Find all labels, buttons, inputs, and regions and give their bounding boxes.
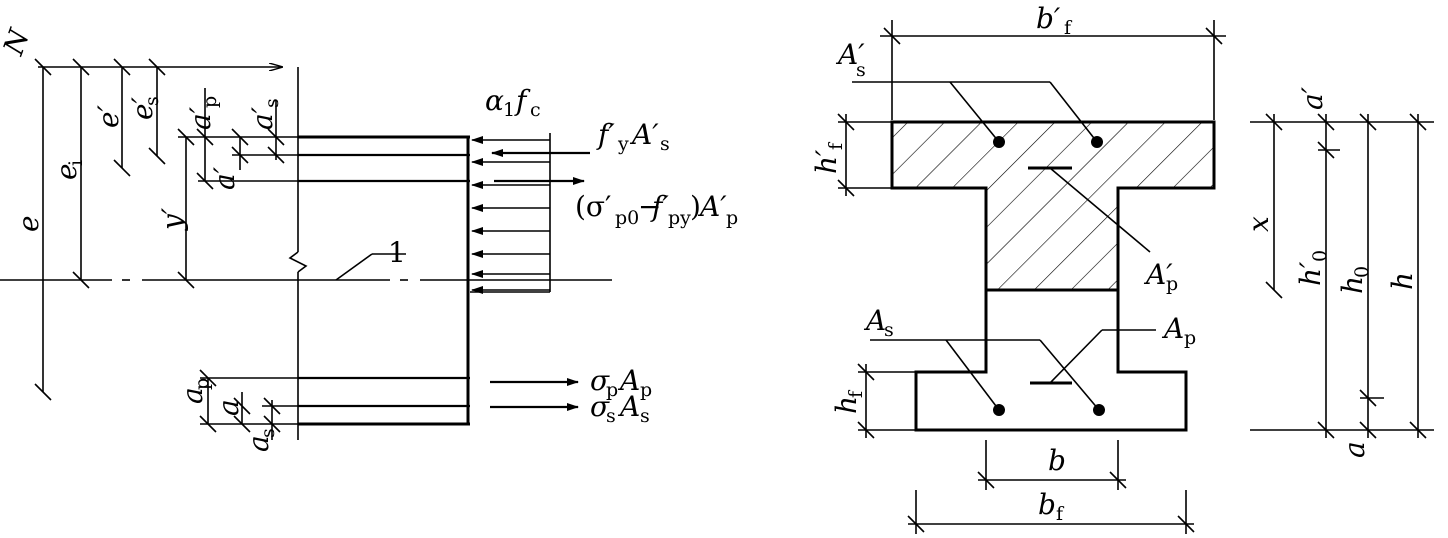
label-ei-sub: i (65, 160, 87, 166)
label-bf-prime-sub: f (1064, 17, 1073, 39)
label-a-prime-right: a′ (1296, 86, 1329, 110)
label-sigma-p0-sub: p0 (615, 207, 639, 229)
label-as-prime-sub: s (261, 98, 283, 108)
label-es-sub: s (141, 96, 163, 106)
label-ap-prime-force: A′ (697, 190, 727, 223)
label-ap-right-sub: p (1184, 327, 1196, 349)
label-sigma-minus: − (638, 190, 661, 223)
label-sigma-s-sub: s (606, 405, 616, 427)
label-h0-prime-sub: 0 (1309, 250, 1331, 262)
label-h0-sub: 0 (1351, 266, 1373, 278)
label-e: e (12, 215, 45, 232)
label-ap-force: A (617, 364, 640, 397)
label-sigma-p-sub: p (606, 379, 618, 401)
label-a-bottom: a (212, 399, 245, 416)
label-es-prime: e′ (126, 96, 159, 120)
label-ap-force-sub: p (640, 379, 652, 401)
label-as-bottom-sub: s (257, 428, 279, 438)
label-sigma-s: σ (590, 390, 610, 423)
label-bf-sub: f (1056, 503, 1065, 525)
label-ap-prime-sub: p (199, 96, 221, 108)
label-as-prime-right-sub: s (856, 59, 866, 81)
label-ap-right: A (1161, 312, 1184, 345)
label-as-force: A (617, 390, 640, 423)
label-sigma-open: (σ′ (575, 190, 611, 223)
label-h0: h (1336, 276, 1369, 294)
label-fy-prime: f′ (596, 118, 615, 151)
label-ap-bottom: a (176, 387, 209, 404)
label-fc-sub: c (530, 99, 541, 121)
label-bf-prime: b′ (1036, 2, 1061, 35)
label-b: b (1048, 444, 1066, 477)
label-fpy-sub: py (668, 207, 691, 229)
left-section-figure: N e e i e′ e′ s 1 (0, 23, 738, 452)
label-alpha: α (485, 84, 504, 117)
label-as-right: A (863, 304, 886, 337)
label-as-force-sub: s (640, 405, 650, 427)
label-ap-bottom-sub: p (191, 378, 213, 390)
label-fy-sub: y (617, 133, 629, 155)
label-sigma-p: σ (590, 364, 610, 397)
label-ap-prime-right-sub: p (1166, 273, 1178, 295)
label-as-prime-right: A′ (835, 38, 865, 71)
label-y-prime: y′ (156, 207, 189, 232)
label-h0-prime: h′ (1294, 261, 1327, 286)
label-n: N (0, 23, 37, 60)
label-h: h (1386, 272, 1419, 290)
label-ap-prime-force-sub: p (726, 207, 738, 229)
label-as-prime: a′ (246, 106, 279, 130)
label-x: x (1242, 216, 1275, 232)
label-sigma-close: ) (690, 190, 701, 223)
label-a-prime: a′ (208, 166, 241, 190)
axis-leader (335, 253, 373, 281)
label-e-prime: e′ (92, 104, 125, 128)
label-as-bottom: a (242, 435, 275, 452)
label-as-right-sub: s (884, 319, 894, 341)
label-a-right: a (1338, 441, 1371, 458)
label-as-prime-force: A′ (629, 118, 659, 151)
label-ap-prime-right: A′ (1143, 258, 1173, 291)
label-ap-prime: a′ (184, 106, 217, 130)
label-hf-prime: h′ (810, 149, 843, 174)
label-fc: f (514, 84, 531, 117)
label-as-prime-force-sub: s (660, 133, 670, 155)
stress-block (470, 133, 551, 294)
right-section-figure: b′ f A′ s A′ p A s A p (810, 2, 1434, 534)
label-bf: b (1038, 488, 1056, 521)
axis-label-1: 1 (388, 236, 406, 269)
label-hf-prime-sub: f (825, 141, 847, 150)
label-ei: e (50, 163, 83, 180)
label-fpy-prime: f′ (650, 190, 669, 223)
label-hf-sub: f (845, 389, 867, 398)
i-section-outline (890, 120, 1216, 432)
label-alpha-sub: 1 (503, 99, 515, 121)
label-hf: h (830, 396, 863, 414)
compression-zone-hatch (892, 122, 1214, 290)
